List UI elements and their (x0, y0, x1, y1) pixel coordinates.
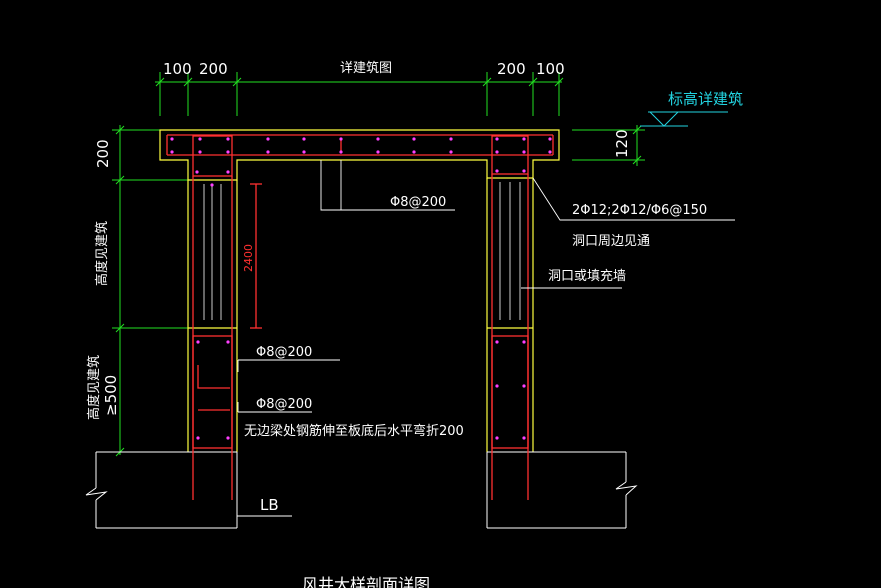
elevation-mark (640, 111, 728, 127)
label-anchor-note: 无边梁处钢筋伸至板底后水平弯折200 (244, 423, 464, 439)
base-slab-outline (85, 451, 638, 529)
label-col-bar-1: Φ8@200 (256, 345, 312, 360)
dim-opening-height: 2400 (242, 244, 255, 272)
label-elevation: 标高详建筑 (668, 90, 743, 108)
rebar (166, 134, 554, 500)
dim-top-center: 详建筑图 (340, 60, 392, 76)
dim-left-mid: 高度见建筑 (94, 221, 110, 286)
dim-left-bottom-b: ≥500 (102, 375, 120, 416)
label-edge-beam: 2Φ12;2Φ12/Φ6@150 (572, 203, 707, 218)
dim-top-right-2: 100 (536, 60, 565, 78)
stirrup-dots (170, 137, 552, 440)
dim-top-right-1: 200 (497, 60, 526, 78)
dim-right-slab: 120 (613, 129, 631, 158)
label-slab-bars: Φ8@200 (390, 195, 446, 210)
dim-top-left-1: 100 (163, 60, 192, 78)
dim-left-top: 200 (94, 139, 112, 168)
label-edge-beam-note: 洞口周边见通 (572, 234, 650, 249)
leader-lines (237, 160, 735, 517)
label-base: LB (260, 496, 279, 514)
dim-top-left-2: 200 (199, 60, 228, 78)
drawing-title: 风井大样剖面详图 (302, 575, 430, 588)
dim-left-bottom-a: 高度见建筑 (86, 355, 102, 420)
label-col-bar-2: Φ8@200 (256, 397, 312, 412)
concrete-outline (159, 129, 560, 452)
label-infill-wall: 洞口或填充墙 (548, 268, 626, 284)
